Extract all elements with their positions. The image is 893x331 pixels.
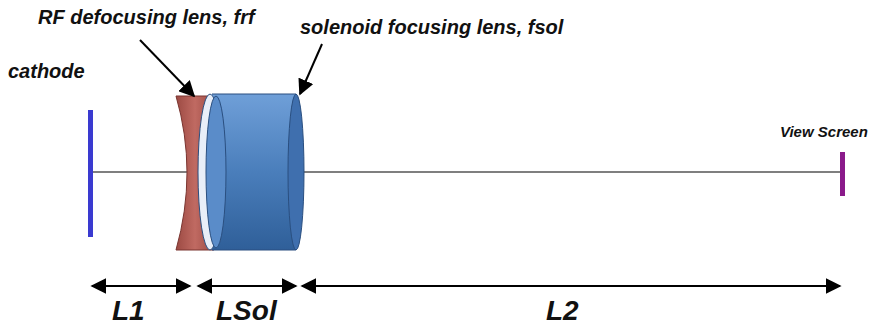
dimension-line bbox=[198, 285, 296, 287]
part-label: View Screen bbox=[780, 124, 868, 141]
leader-line bbox=[300, 44, 322, 94]
view-screen bbox=[840, 152, 845, 196]
dimension-label: L2 bbox=[546, 296, 579, 327]
cathode-plate bbox=[88, 110, 93, 237]
leader-line bbox=[140, 40, 194, 96]
solenoid-face bbox=[206, 96, 226, 248]
solenoid-end bbox=[288, 94, 304, 250]
dimension-label: L1 bbox=[112, 296, 145, 327]
dimension-line bbox=[92, 285, 190, 287]
part-label: cathode bbox=[8, 60, 85, 82]
dimension-line bbox=[302, 285, 840, 287]
part-label: RF defocusing lens, frf bbox=[38, 6, 255, 28]
dimension-label: LSol bbox=[216, 296, 277, 327]
part-label: solenoid focusing lens, fsol bbox=[300, 16, 563, 38]
